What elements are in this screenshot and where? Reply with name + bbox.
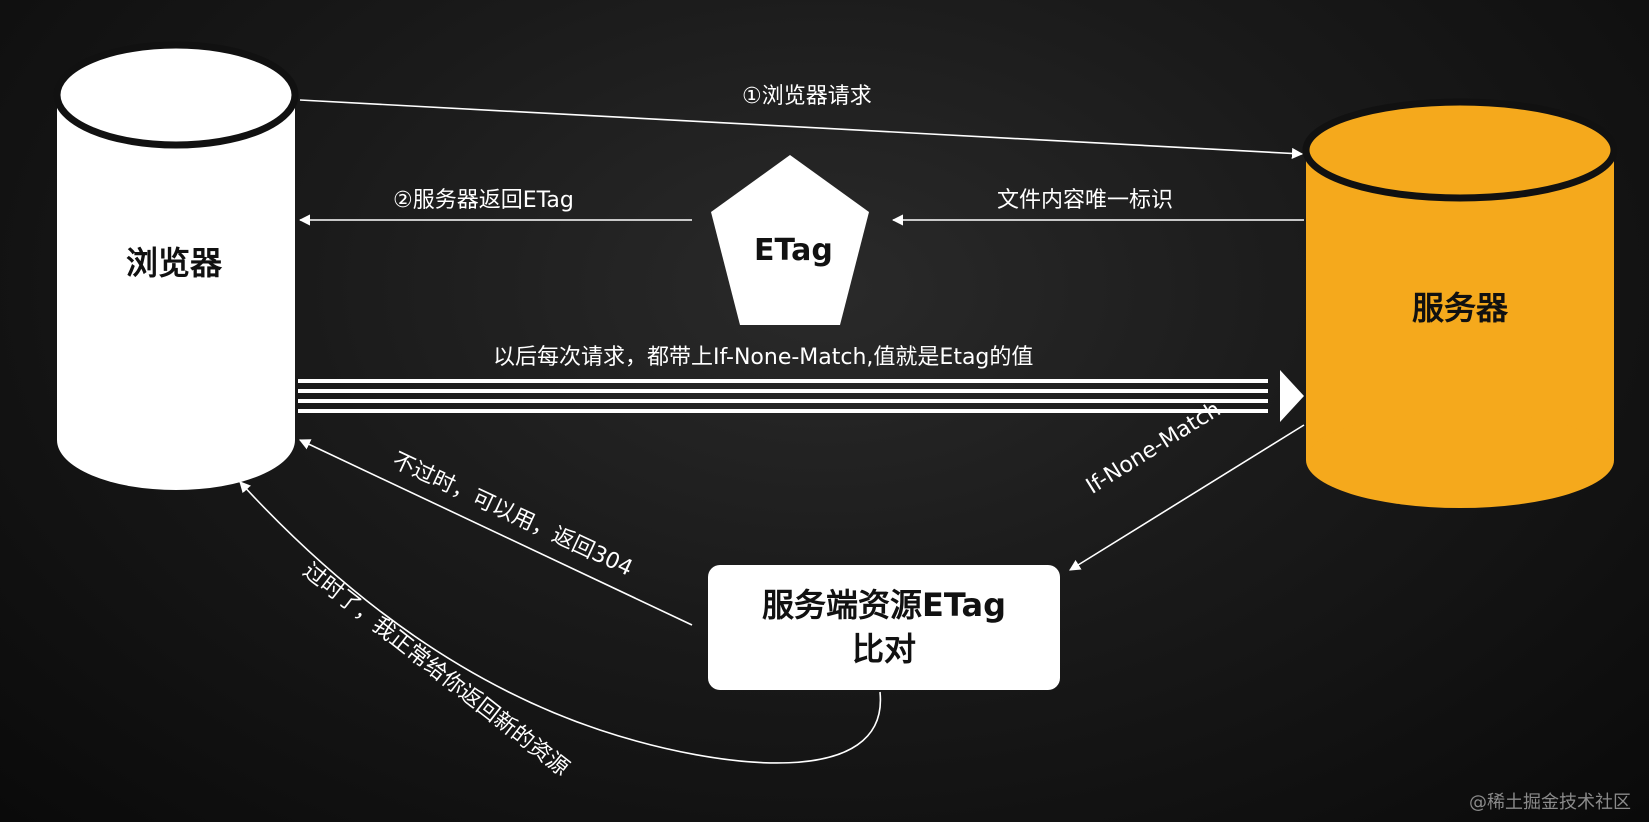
compare-line-1: 服务端资源ETag [761,586,1007,625]
arrow-if-none-match [1069,424,1305,571]
compare-line-2: 比对 [851,629,916,668]
browser-cylinder [53,41,299,490]
label-browser-request: ①浏览器请求 [742,84,872,109]
server-label: 服务器 [1412,289,1509,327]
label-subsequent-requests: 以后每次请求，都带上If-None-Match,值就是Etag的值 [493,345,1034,370]
etag-pentagon [711,155,869,325]
arrow-expired [239,481,881,764]
compare-box [708,565,1060,690]
etag-label: ETag [754,233,833,268]
arrows-subsequent-requests [298,370,1304,422]
arrow-browser-request [299,99,1304,160]
watermark: @稀土掘金技术社区 [1469,792,1631,813]
server-cylinder [1302,98,1618,508]
label-file-unique-id: 文件内容唯一标识 [997,188,1174,213]
label-return-etag: ②服务器返回ETag [393,188,574,213]
browser-label: 浏览器 [126,244,223,282]
compare-box-text: 服务端资源ETag 比对 [708,565,1060,690]
arrow-not-expired [298,439,693,626]
